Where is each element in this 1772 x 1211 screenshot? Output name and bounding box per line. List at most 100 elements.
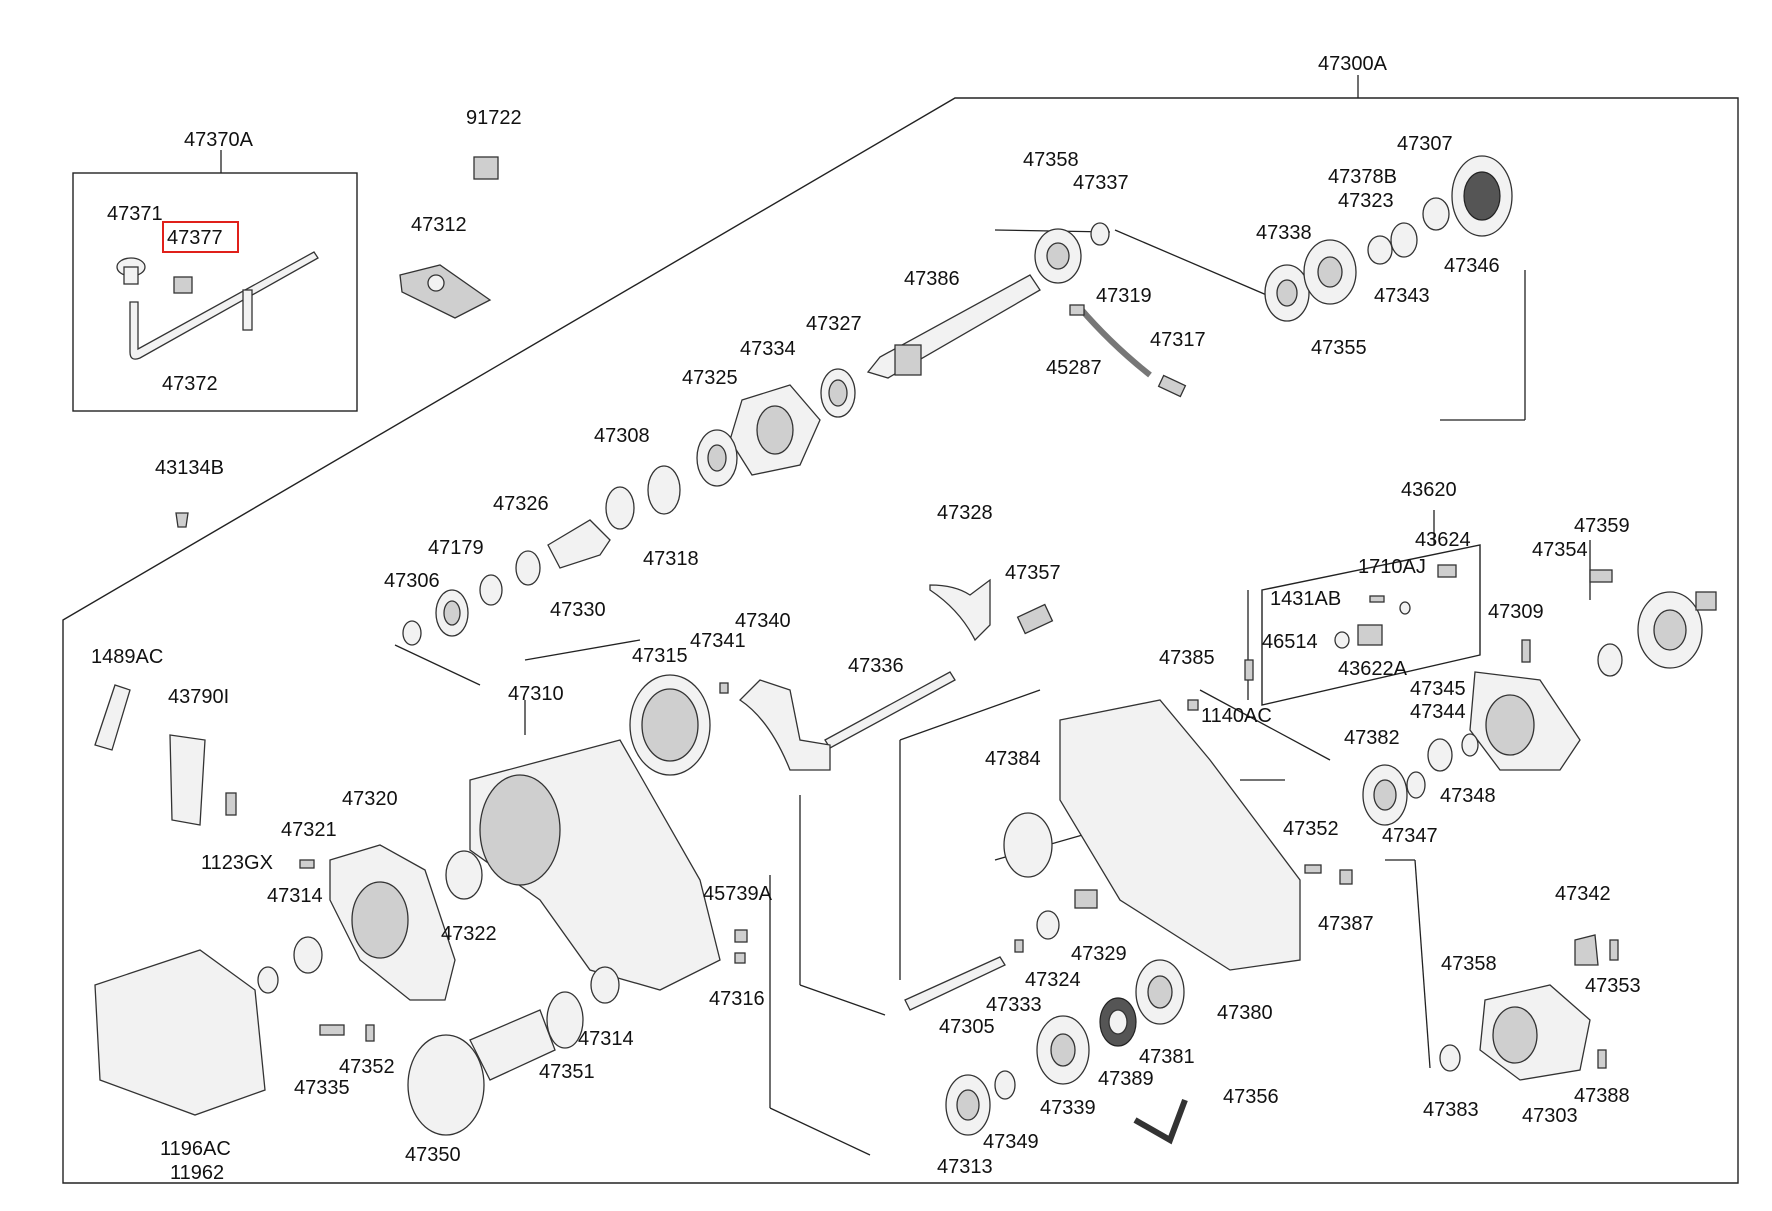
label-47350[interactable]: 47350 — [405, 1144, 461, 1166]
label-47388[interactable]: 47388 — [1574, 1085, 1630, 1107]
washer-47318 — [647, 465, 681, 515]
label-47358-lower[interactable]: 47358 — [1441, 953, 1497, 975]
label-47328[interactable]: 47328 — [937, 502, 993, 524]
label-47370A[interactable]: 47370A — [184, 129, 254, 151]
label-47352-upper[interactable]: 47352 — [1283, 818, 1339, 840]
label-47308[interactable]: 47308 — [594, 425, 650, 447]
label-47389[interactable]: 47389 — [1098, 1068, 1154, 1090]
label-91722[interactable]: 91722 — [466, 107, 522, 129]
label-47314-left[interactable]: 47314 — [267, 885, 323, 907]
label-47305[interactable]: 47305 — [939, 1016, 995, 1038]
input-shaft-47330 — [547, 519, 611, 569]
label-43134B[interactable]: 43134B — [155, 457, 224, 479]
assembly-frame-47300A — [62, 97, 1739, 1184]
label-47354[interactable]: 47354 — [1532, 539, 1588, 561]
label-47378B[interactable]: 47378B — [1328, 166, 1397, 188]
label-47318[interactable]: 47318 — [643, 548, 699, 570]
label-47340[interactable]: 47340 — [735, 610, 791, 632]
label-47314-center[interactable]: 47314 — [578, 1028, 634, 1050]
label-43622A[interactable]: 43622A — [1338, 658, 1408, 680]
label-47307[interactable]: 47307 — [1397, 133, 1453, 155]
label-43624[interactable]: 43624 — [1415, 529, 1471, 551]
label-47334[interactable]: 47334 — [740, 338, 796, 360]
label-47386[interactable]: 47386 — [904, 268, 960, 290]
label-47371[interactable]: 47371 — [107, 203, 163, 225]
label-47356[interactable]: 47356 — [1223, 1086, 1279, 1108]
label-47321[interactable]: 47321 — [281, 819, 337, 841]
bearing-47346 — [1451, 155, 1513, 237]
label-47358-upper[interactable]: 47358 — [1023, 149, 1079, 171]
label-47387[interactable]: 47387 — [1318, 913, 1374, 935]
label-45287[interactable]: 45287 — [1046, 357, 1102, 379]
label-47357[interactable]: 47357 — [1005, 562, 1061, 584]
pin-47387 — [1339, 869, 1353, 885]
label-47383[interactable]: 47383 — [1423, 1099, 1479, 1121]
shift-fork-47340 — [738, 679, 831, 771]
label-47303[interactable]: 47303 — [1522, 1105, 1578, 1127]
label-47382[interactable]: 47382 — [1344, 727, 1400, 749]
label-47372[interactable]: 47372 — [162, 373, 218, 395]
label-47300A[interactable]: 47300A — [1318, 53, 1388, 75]
label-47352-lower[interactable]: 47352 — [339, 1056, 395, 1078]
label-46514[interactable]: 46514 — [1262, 631, 1318, 653]
carrier-47334 — [729, 384, 821, 476]
label-47325[interactable]: 47325 — [682, 367, 738, 389]
label-1431AB[interactable]: 1431AB — [1270, 588, 1341, 610]
label-47330[interactable]: 47330 — [550, 599, 606, 621]
label-47315[interactable]: 47315 — [632, 645, 688, 667]
label-47179[interactable]: 47179 — [428, 537, 484, 559]
output-shaft-47386 — [866, 274, 1041, 379]
label-11962[interactable]: 11962 — [170, 1162, 224, 1184]
label-45739A[interactable]: 45739A — [703, 883, 773, 905]
label-47385[interactable]: 47385 — [1159, 647, 1215, 669]
label-47337[interactable]: 47337 — [1073, 172, 1129, 194]
label-47344[interactable]: 47344 — [1410, 701, 1466, 723]
label-1123GX[interactable]: 1123GX — [201, 852, 273, 874]
label-47335[interactable]: 47335 — [294, 1077, 350, 1099]
label-1489AC[interactable]: 1489AC — [91, 646, 163, 668]
shield-43790I — [169, 734, 206, 826]
label-47322[interactable]: 47322 — [441, 923, 497, 945]
label-47341[interactable]: 47341 — [690, 630, 746, 652]
label-47327[interactable]: 47327 — [806, 313, 862, 335]
label-47349[interactable]: 47349 — [983, 1131, 1039, 1153]
label-1196AC[interactable]: 1196AC — [160, 1138, 231, 1160]
label-47359[interactable]: 47359 — [1574, 515, 1630, 537]
label-47309[interactable]: 47309 — [1488, 601, 1544, 623]
label-47333[interactable]: 47333 — [986, 994, 1042, 1016]
label-47317[interactable]: 47317 — [1150, 329, 1206, 351]
label-47345[interactable]: 47345 — [1410, 678, 1466, 700]
label-43620[interactable]: 43620 — [1401, 479, 1457, 501]
label-47351[interactable]: 47351 — [539, 1061, 595, 1083]
label-47346[interactable]: 47346 — [1444, 255, 1500, 277]
label-47306[interactable]: 47306 — [384, 570, 440, 592]
bearing-47327 — [820, 368, 856, 418]
label-47353[interactable]: 47353 — [1585, 975, 1641, 997]
label-47338[interactable]: 47338 — [1256, 222, 1312, 244]
label-47313[interactable]: 47313 — [937, 1156, 993, 1178]
label-1710AJ[interactable]: 1710AJ — [1358, 556, 1426, 578]
label-47336[interactable]: 47336 — [848, 655, 904, 677]
label-47343[interactable]: 47343 — [1374, 285, 1430, 307]
label-47326[interactable]: 47326 — [493, 493, 549, 515]
label-47310[interactable]: 47310 — [508, 683, 564, 705]
label-47323[interactable]: 47323 — [1338, 190, 1394, 212]
label-47339[interactable]: 47339 — [1040, 1097, 1096, 1119]
label-47381[interactable]: 47381 — [1139, 1046, 1195, 1068]
label-47324[interactable]: 47324 — [1025, 969, 1081, 991]
label-47348[interactable]: 47348 — [1440, 785, 1496, 807]
label-1140AC[interactable]: 1140AC — [1201, 705, 1272, 727]
label-47377[interactable]: 47377 — [167, 227, 223, 249]
label-47347[interactable]: 47347 — [1382, 825, 1438, 847]
label-47342[interactable]: 47342 — [1555, 883, 1611, 905]
label-47312[interactable]: 47312 — [411, 214, 467, 236]
label-47329[interactable]: 47329 — [1071, 943, 1127, 965]
bolt-47352b — [365, 1024, 375, 1042]
label-47320[interactable]: 47320 — [342, 788, 398, 810]
label-47316[interactable]: 47316 — [709, 988, 765, 1010]
label-47384[interactable]: 47384 — [985, 748, 1041, 770]
label-47355[interactable]: 47355 — [1311, 337, 1367, 359]
label-47319[interactable]: 47319 — [1096, 285, 1152, 307]
label-43790I[interactable]: 43790I — [168, 686, 229, 708]
label-47380[interactable]: 47380 — [1217, 1002, 1273, 1024]
